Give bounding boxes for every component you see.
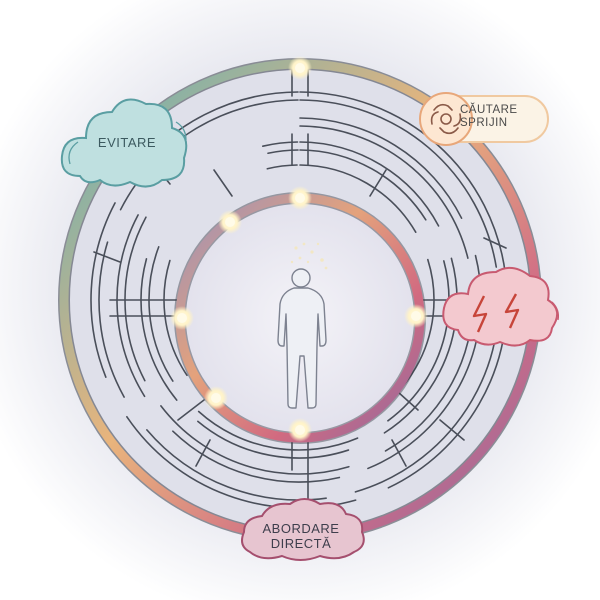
support-label-line1: CĂUTARE [460, 104, 518, 116]
person-icon [277, 268, 327, 409]
avoidance-label: EVITARE [97, 135, 157, 150]
direct-approach-cloud-icon [241, 498, 365, 561]
direct-approach-label: ABORDARE DIRECTĂ [236, 521, 366, 552]
storm-cloud-icon [442, 266, 560, 347]
helping-hands-icon [430, 103, 462, 135]
thought-sparkles-icon [290, 242, 328, 270]
support-label: CĂUTARE SPRIJIN [460, 104, 550, 130]
avoidance-cloud-icon [60, 98, 188, 188]
direct-label-line2: DIRECTĂ [270, 535, 332, 551]
support-label-line2: SPRIJIN [460, 117, 508, 130]
direct-label-line1: ABORDARE [262, 521, 340, 536]
glow-dots [170, 56, 428, 442]
